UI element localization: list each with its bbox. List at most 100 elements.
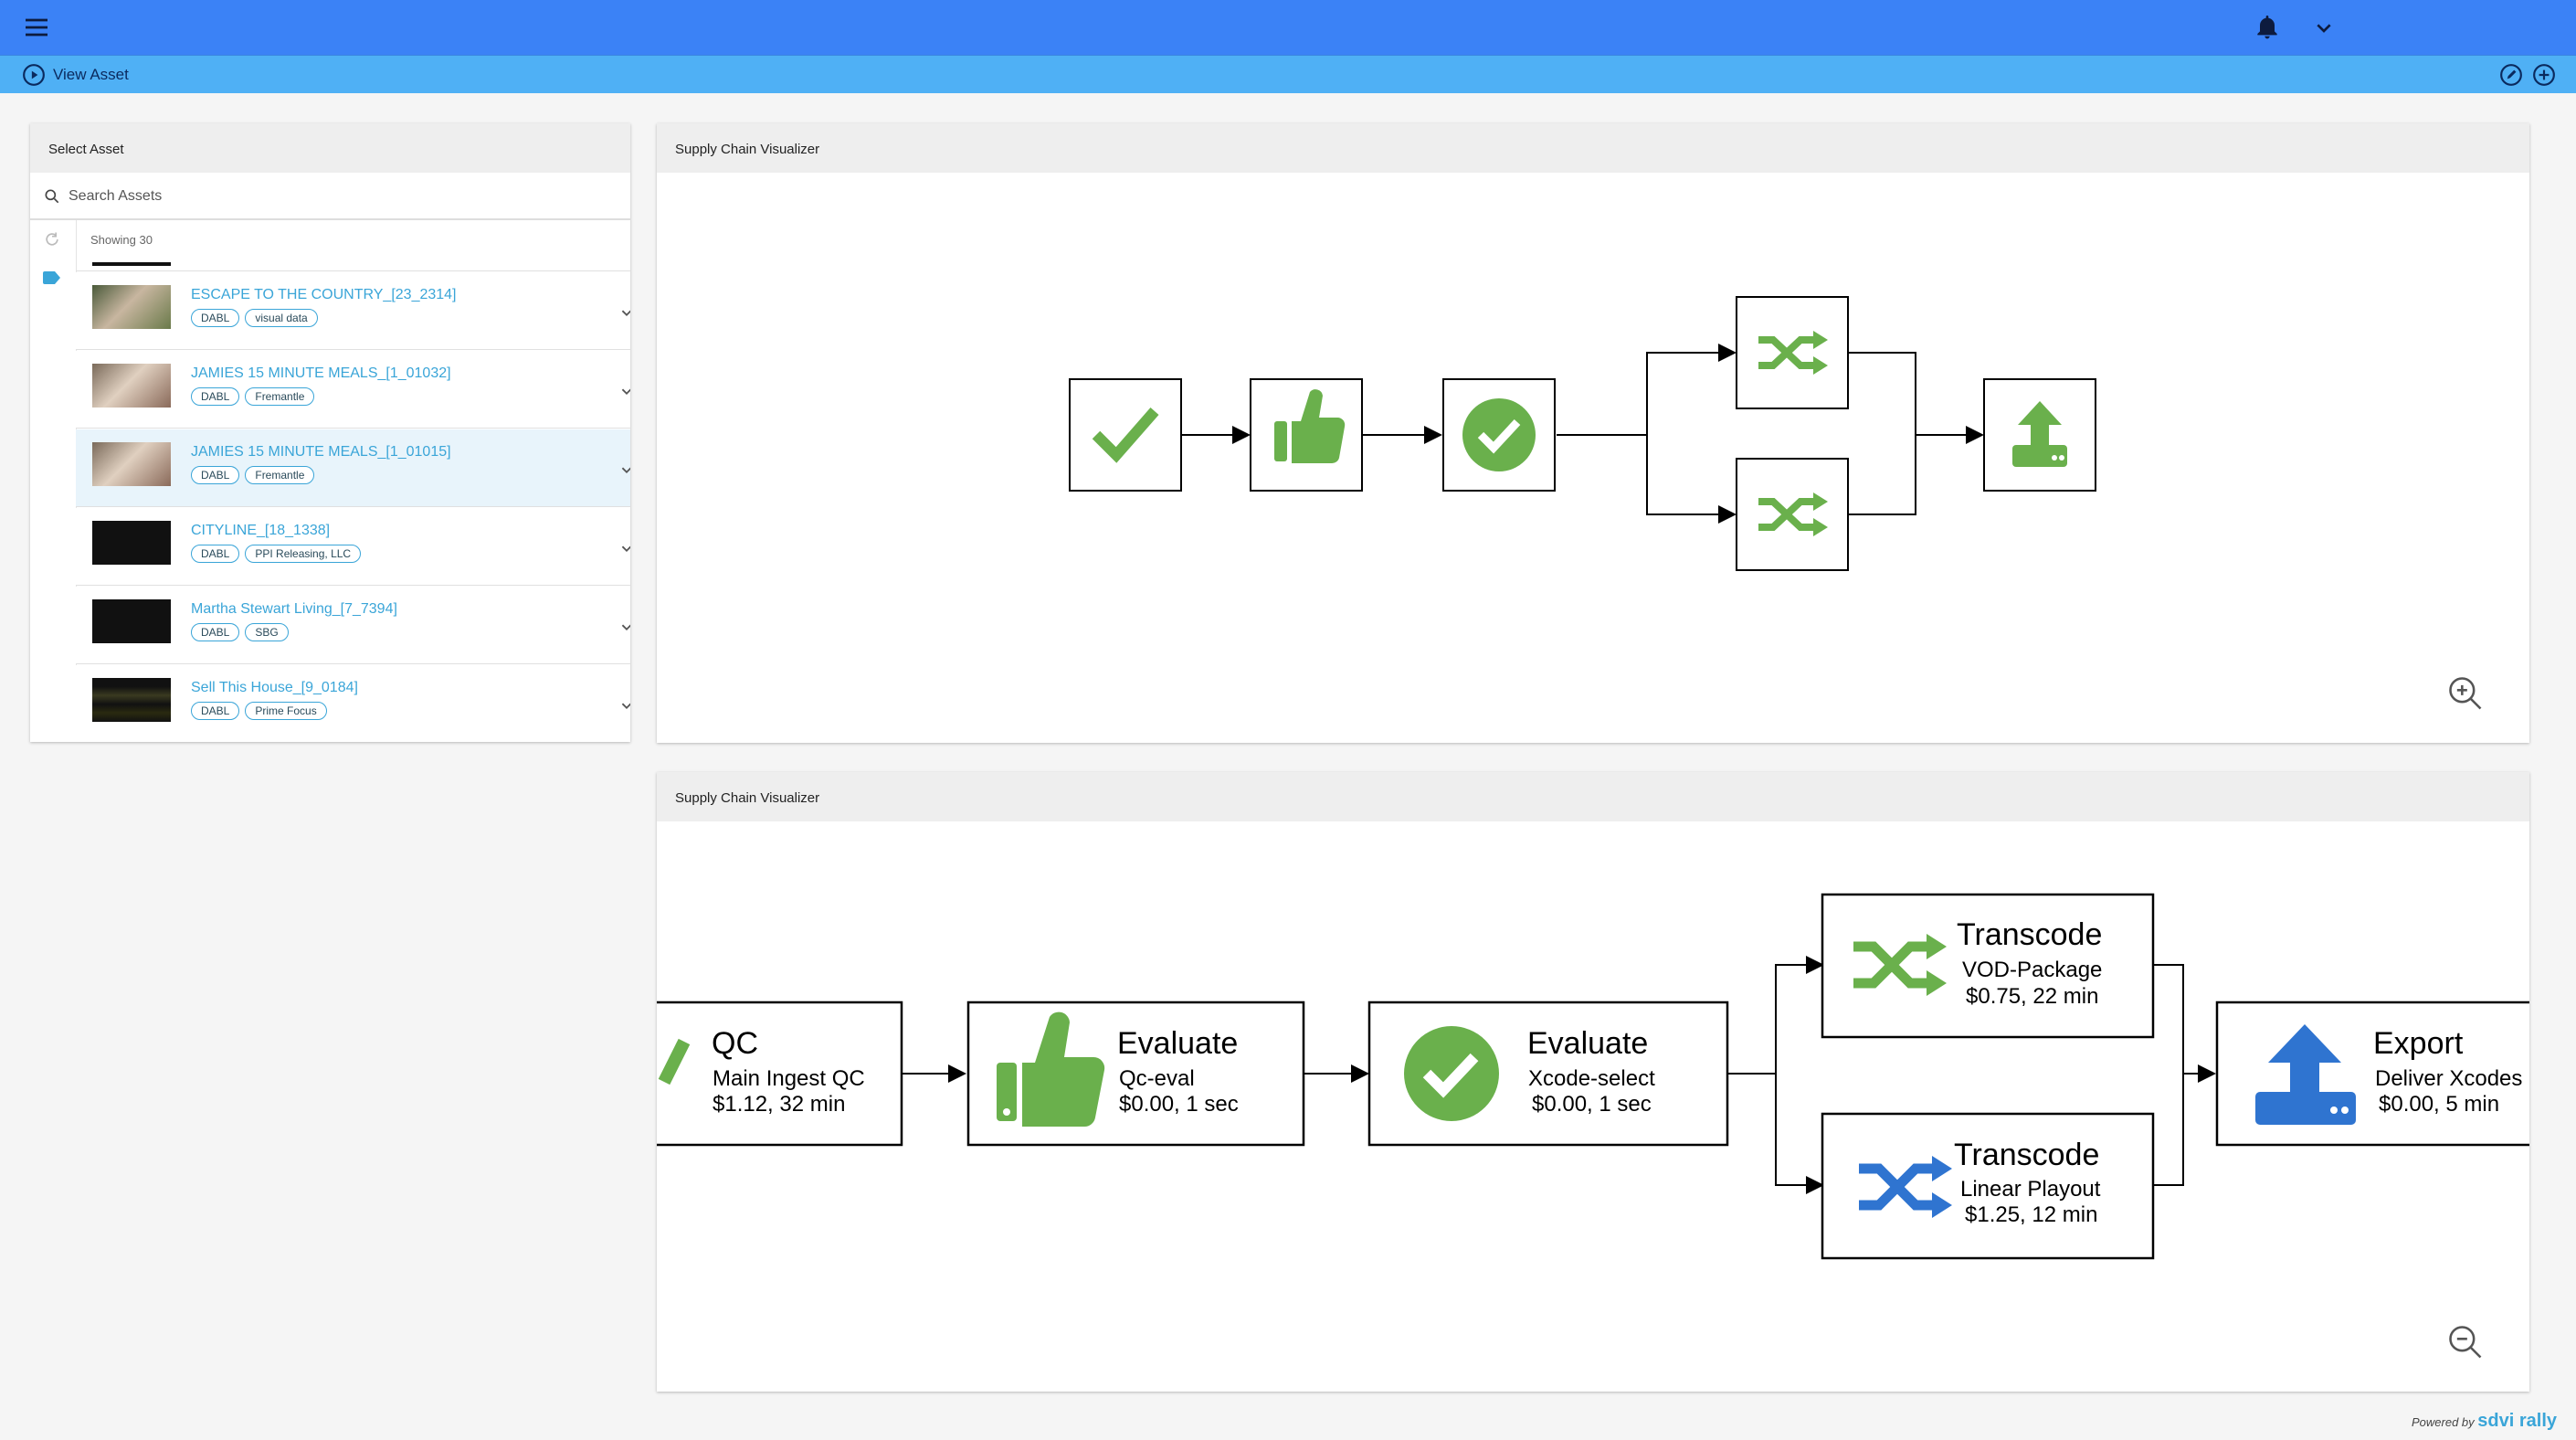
chevron-down-icon[interactable] [617, 302, 630, 323]
node-transcode-vod[interactable]: Transcode VOD-Package $0.75, 22 min [1821, 893, 2155, 1039]
node-qc[interactable] [1069, 378, 1182, 492]
workflow-graph [1069, 296, 2096, 571]
node-evaluate-qc[interactable]: Evaluate Qc-eval $0.00, 1 sec [966, 1001, 1305, 1147]
asset-thumbnail [92, 262, 171, 266]
tag-chip[interactable]: DABL [191, 387, 240, 406]
tag-chip[interactable]: DABL [191, 702, 240, 720]
asset-tags: DABL PPI Releasing, LLC [191, 545, 362, 563]
chevron-down-icon[interactable] [617, 538, 630, 558]
node-qc[interactable]: QC Main Ingest QC $1.12, 32 min [657, 1001, 903, 1147]
asset-tags: DABL Prime Focus [191, 702, 327, 720]
chevron-down-icon[interactable] [617, 695, 630, 715]
asset-title[interactable]: ESCAPE TO THE COUNTRY_[23_2314] [191, 287, 457, 302]
zoom-in-icon[interactable] [2445, 673, 2486, 714]
node-transcode-linear[interactable]: Transcode Linear Playout $1.25, 12 min [1821, 1112, 2155, 1260]
asset-thumbnail [92, 442, 171, 486]
chevron-down-icon[interactable] [617, 460, 630, 480]
chevron-down-icon[interactable] [617, 617, 630, 637]
asset-list: ESCAPE TO THE COUNTRY_[23_2314] DABL visua… [76, 220, 630, 742]
panel-title: Supply Chain Visualizer [657, 123, 2529, 173]
node-export[interactable] [1983, 378, 2096, 492]
tag-chip[interactable]: DABL [191, 309, 240, 327]
asset-title[interactable]: Martha Stewart Living_[7_7394] [191, 601, 397, 617]
powered-by: Powered by sdvi rally [2412, 1411, 2557, 1432]
powered-by-label: Powered by [2412, 1415, 2475, 1429]
supply-chain-visualizer-overview: Supply Chain Visualizer [657, 123, 2529, 743]
node-evaluate-qc[interactable] [1250, 378, 1363, 492]
tag-chip[interactable]: SBG [245, 623, 289, 641]
search-assets[interactable]: Search Assets [30, 173, 630, 220]
tag-chip[interactable]: Prime Focus [245, 702, 327, 720]
asset-title[interactable]: Sell This House_[9_0184] [191, 680, 358, 695]
node-evaluate-xcode[interactable] [1442, 378, 1556, 492]
tag-chip[interactable]: PPI Releasing, LLC [245, 545, 362, 563]
select-asset-panel: Select Asset Search Assets ESCAPE TO THE… [30, 123, 630, 742]
asset-thumbnail [92, 364, 171, 408]
list-item[interactable]: JAMIES 15 MINUTE MEALS_[1_01032] DABL Frem… [76, 351, 630, 429]
list-item[interactable]: ESCAPE TO THE COUNTRY_[23_2314] DABL visua… [76, 272, 630, 350]
brand-logo: sdvi rally [2477, 1411, 2557, 1431]
bell-icon[interactable] [2253, 12, 2282, 41]
search-input[interactable]: Search Assets [69, 188, 163, 204]
node-name: Evaluate [1117, 1026, 1238, 1061]
node-transcode-linear[interactable] [1736, 458, 1849, 571]
asset-tags: DABL visual data [191, 309, 318, 327]
tag-chip[interactable]: Fremantle [245, 466, 315, 484]
play-circle-icon[interactable] [22, 63, 46, 87]
asset-title[interactable]: CITYLINE_[18_1338] [191, 523, 331, 538]
asset-thumbnail [92, 521, 171, 565]
edit-icon[interactable] [2499, 63, 2523, 87]
add-circle-icon[interactable] [2532, 63, 2556, 87]
workflow-diagram-zoomed: QC Main Ingest QC $1.12, 32 min Evaluate… [657, 821, 2529, 1392]
zoom-out-icon[interactable] [2445, 1322, 2486, 1362]
node-detail: Main Ingest QC [713, 1066, 865, 1091]
list-item[interactable] [76, 220, 630, 271]
chevron-down-icon[interactable] [617, 381, 630, 401]
panel-title: Select Asset [30, 123, 630, 173]
node-detail: VOD-Package [1962, 958, 2102, 982]
workflow-graph-zoomed: QC Main Ingest QC $1.12, 32 min Evaluate… [657, 893, 2529, 1260]
node-export[interactable]: Export Deliver Xcodes $0.00, 5 min [2215, 1001, 2529, 1147]
page-title: View Asset [53, 66, 129, 83]
node-detail: Xcode-select [1528, 1066, 1655, 1091]
asset-title[interactable]: JAMIES 15 MINUTE MEALS_[1_01015] [191, 444, 451, 460]
tag-filter-icon[interactable] [43, 271, 61, 284]
asset-tags: DABL Fremantle [191, 466, 315, 484]
node-detail: Deliver Xcodes [2375, 1066, 2522, 1091]
tag-chip[interactable]: DABL [191, 545, 240, 563]
node-cost: $0.00, 1 sec [1119, 1092, 1239, 1117]
list-item[interactable]: Sell This House_[9_0184] DABL Prime Focus [76, 665, 630, 742]
node-cost: $1.12, 32 min [713, 1092, 845, 1117]
node-cost: $0.00, 1 sec [1532, 1092, 1652, 1117]
node-name: Transcode [1957, 917, 2102, 952]
asset-thumbnail [92, 599, 171, 643]
account-chevron-down-icon[interactable] [2309, 13, 2338, 42]
node-cost: $0.75, 22 min [1966, 984, 2098, 1009]
tag-chip[interactable]: visual data [245, 309, 318, 327]
list-item[interactable]: Martha Stewart Living_[7_7394] DABL SBG [76, 587, 630, 664]
node-name: QC [712, 1026, 758, 1061]
list-item[interactable]: JAMIES 15 MINUTE MEALS_[1_01015] DABL Frem… [76, 429, 630, 507]
node-name: Transcode [1954, 1138, 2099, 1172]
tag-chip[interactable]: DABL [191, 623, 240, 641]
asset-tags: DABL SBG [191, 623, 289, 641]
node-cost: $1.25, 12 min [1965, 1202, 2097, 1227]
node-cost: $0.00, 5 min [2379, 1092, 2499, 1117]
refresh-icon[interactable] [43, 230, 61, 249]
node-evaluate-xcode[interactable]: Evaluate Xcode-select $0.00, 1 sec [1367, 1001, 1729, 1147]
tag-chip[interactable]: DABL [191, 466, 240, 484]
node-name: Export [2373, 1026, 2464, 1061]
list-item[interactable]: CITYLINE_[18_1338] DABL PPI Releasing, LLC [76, 508, 630, 586]
result-count: Showing 30 [90, 233, 153, 247]
panel-title: Supply Chain Visualizer [657, 772, 2529, 821]
asset-tags: DABL Fremantle [191, 387, 315, 406]
top-app-bar [0, 0, 2576, 55]
workflow-diagram [657, 173, 2529, 743]
supply-chain-visualizer-detail: Supply Chain Visualizer QC Main Ingest Q… [657, 772, 2529, 1392]
asset-title[interactable]: JAMIES 15 MINUTE MEALS_[1_01032] [191, 365, 451, 381]
node-transcode-vod[interactable] [1736, 296, 1849, 409]
menu-icon[interactable] [22, 13, 51, 42]
node-name: Evaluate [1527, 1026, 1648, 1061]
tag-chip[interactable]: Fremantle [245, 387, 315, 406]
node-detail: Qc-eval [1119, 1066, 1195, 1091]
